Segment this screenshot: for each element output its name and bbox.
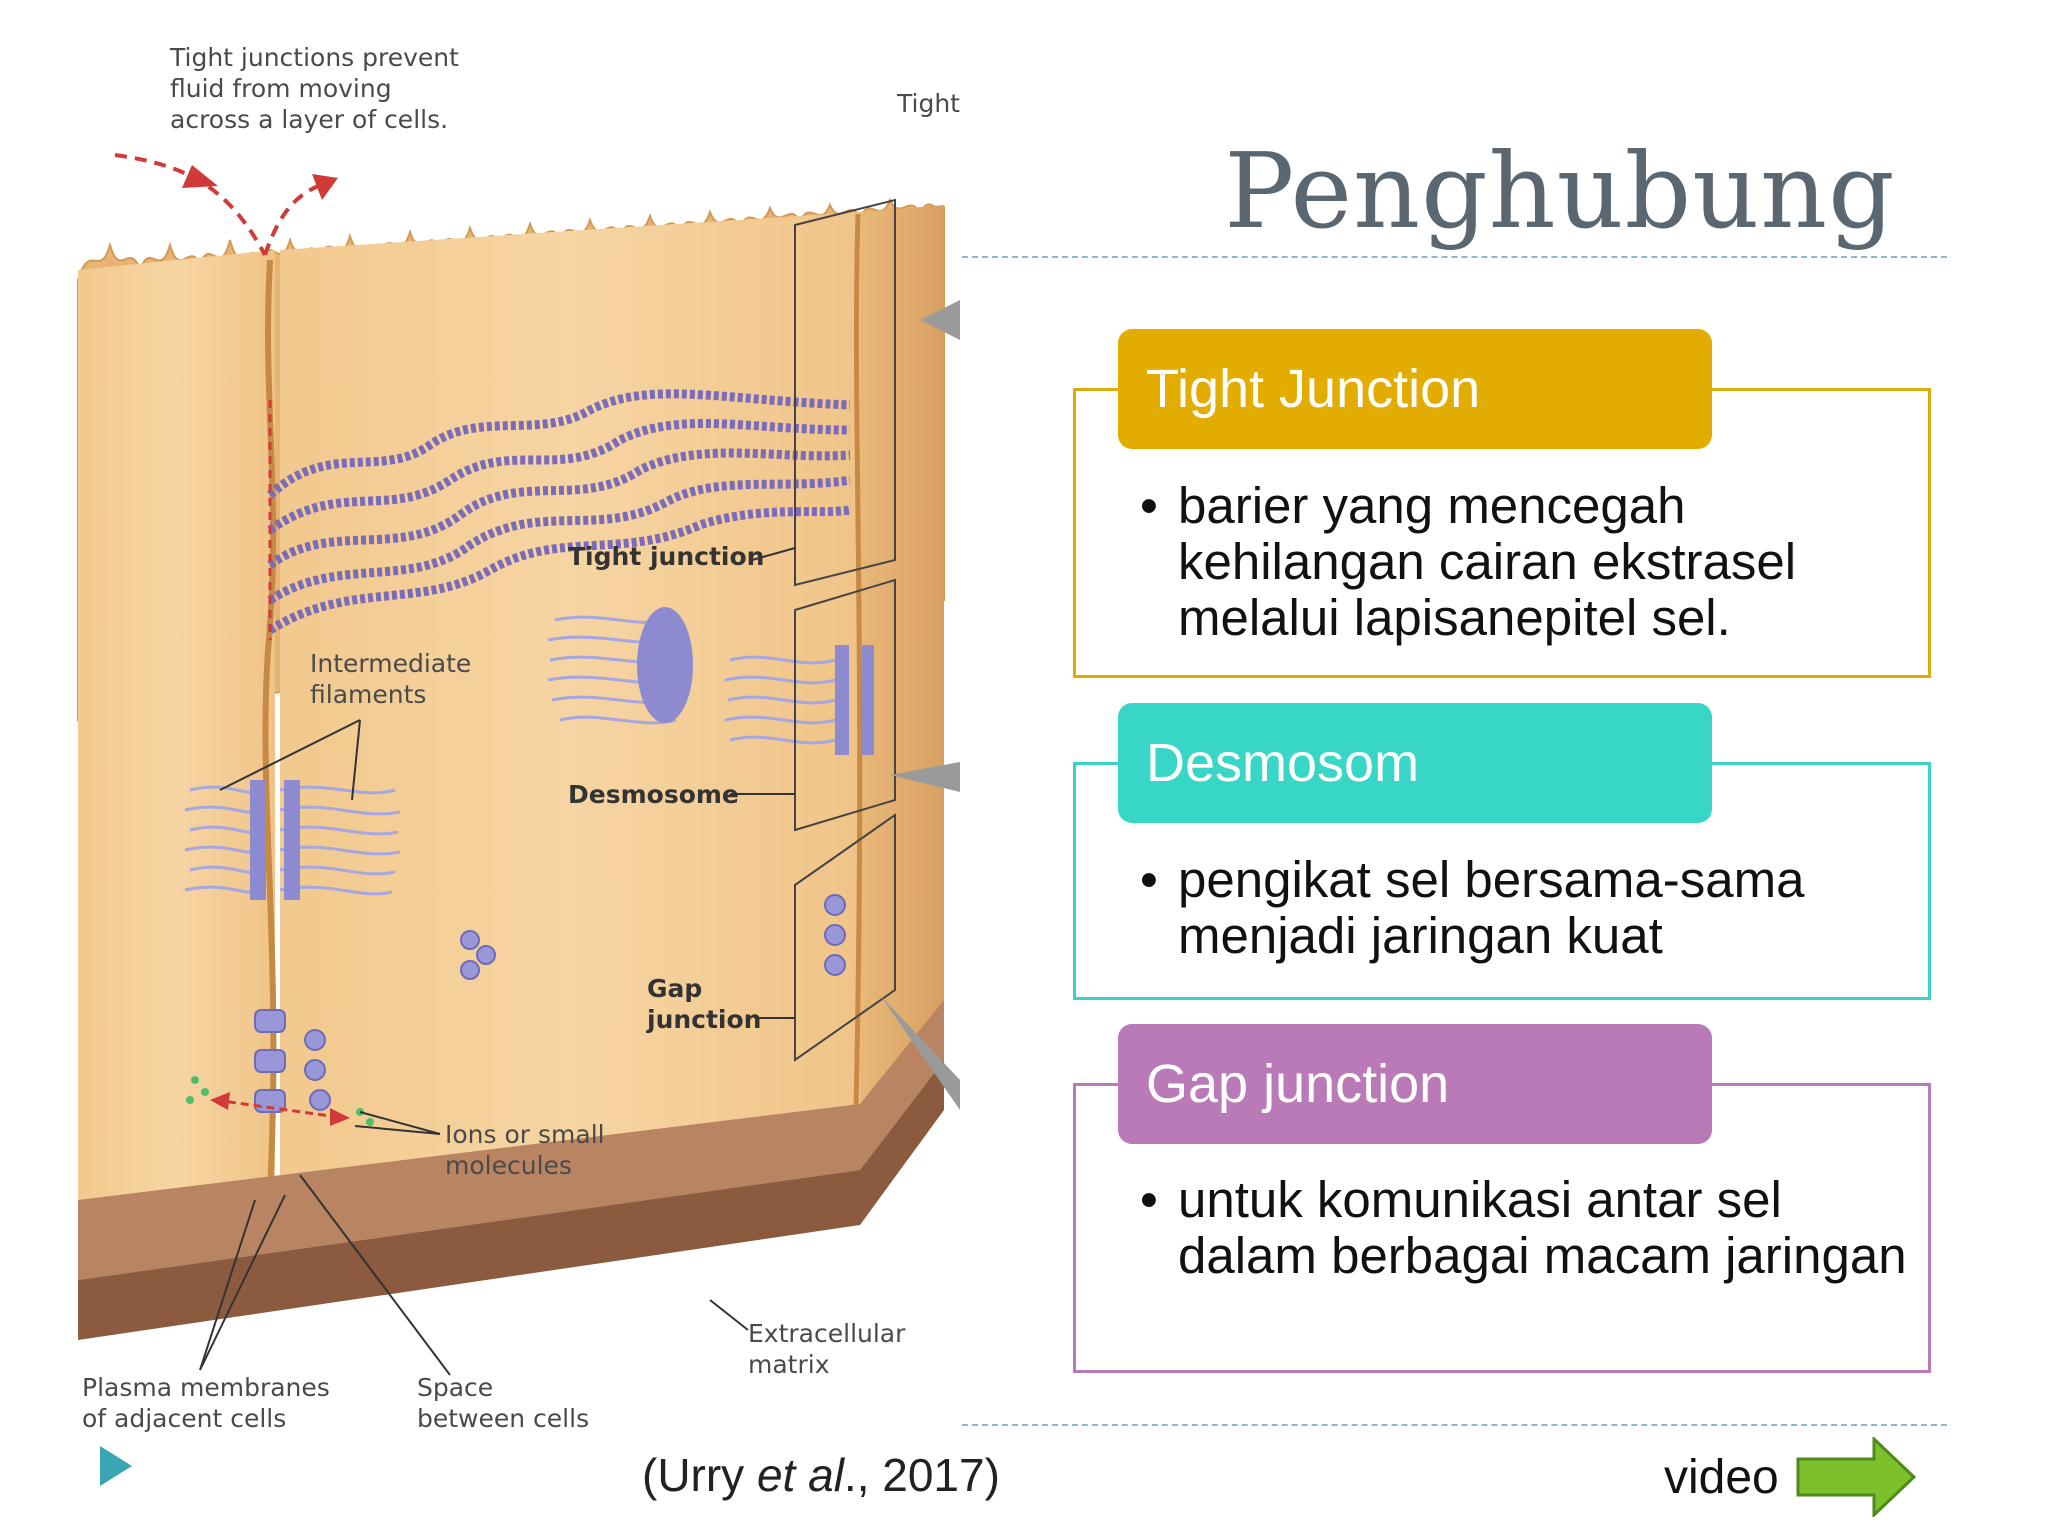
label-extracellular-2: matrix	[748, 1350, 830, 1379]
label-intermediate-1: Intermediate	[310, 649, 471, 678]
desmosome-right	[724, 655, 836, 745]
bullet: •	[1140, 851, 1158, 908]
tight-junction-strands	[266, 389, 851, 634]
footer-divider	[962, 1424, 1947, 1426]
left-cell	[78, 250, 275, 1210]
bullet: •	[1140, 1171, 1158, 1228]
citation-open: (Urry	[642, 1449, 757, 1501]
title-divider	[962, 256, 1947, 258]
tight-junction-heading: Tight Junction	[1118, 329, 1712, 449]
label-desmosome: Desmosome	[568, 780, 739, 809]
label-ions-1: Ions or small	[445, 1120, 605, 1149]
extracellular-matrix	[78, 1000, 944, 1280]
illustration-labels: Tight junctions prevent fluid from movin…	[82, 43, 960, 1433]
label-space-1: Space	[417, 1373, 493, 1402]
citation-close: ., 2017)	[843, 1449, 1000, 1501]
desmosom-text: • pengikat sel bersama-sama menjadi jari…	[1140, 852, 1920, 964]
label-tj-prevent-3: across a layer of cells.	[170, 105, 448, 134]
play-triangle-icon[interactable]	[100, 1446, 132, 1486]
tight-junction-text: • barier yang mencegah kehilangan cairan…	[1140, 478, 1920, 646]
desmosom-heading: Desmosom	[1118, 703, 1712, 823]
label-tight-junction: Tight junction	[568, 542, 764, 571]
label-ions-2: molecules	[445, 1151, 572, 1180]
citation: (Urry et al., 2017)	[642, 1448, 1000, 1502]
label-gap-2: junction	[646, 1005, 761, 1034]
desmosom-description: pengikat sel bersama-sama menjadi jaring…	[1178, 851, 1805, 964]
label-intermediate-2: filaments	[310, 680, 426, 709]
gap-junction-channels	[254, 894, 846, 1113]
fluid-arrow	[114, 153, 267, 256]
membrane-right	[853, 213, 863, 1111]
membrane-left	[262, 259, 277, 1191]
video-link[interactable]: video	[1664, 1451, 1779, 1504]
tight-junction-description: barier yang mencegah kehilangan cairan e…	[1178, 477, 1797, 646]
page-title: Penghubung	[1224, 130, 1896, 252]
gap-junction-description: untuk komunikasi antar sel dalam berbaga…	[1178, 1171, 1907, 1284]
cell-junction-illustration: Tight junctions prevent fluid from movin…	[0, 0, 1000, 1470]
label-tj-prevent-2: fluid from moving	[170, 74, 392, 103]
gap-junction-heading: Gap junction	[1118, 1024, 1712, 1144]
label-tight-top: Tight	[896, 89, 960, 118]
label-gap-1: Gap	[647, 974, 702, 1003]
green-right-arrow-icon[interactable]	[1796, 1437, 1916, 1517]
label-plasma-2: of adjacent cells	[82, 1404, 286, 1433]
label-plasma-1: Plasma membranes	[82, 1373, 330, 1402]
right-cell-side	[860, 205, 944, 1110]
bullet: •	[1140, 477, 1158, 534]
citation-italic: et al	[756, 1449, 844, 1501]
gap-junction-text: • untuk komunikasi antar sel dalam berba…	[1140, 1172, 1920, 1284]
label-extracellular-1: Extracellular	[748, 1319, 906, 1348]
label-tj-prevent-1: Tight junctions prevent	[169, 43, 459, 72]
label-space-2: between cells	[417, 1404, 589, 1433]
